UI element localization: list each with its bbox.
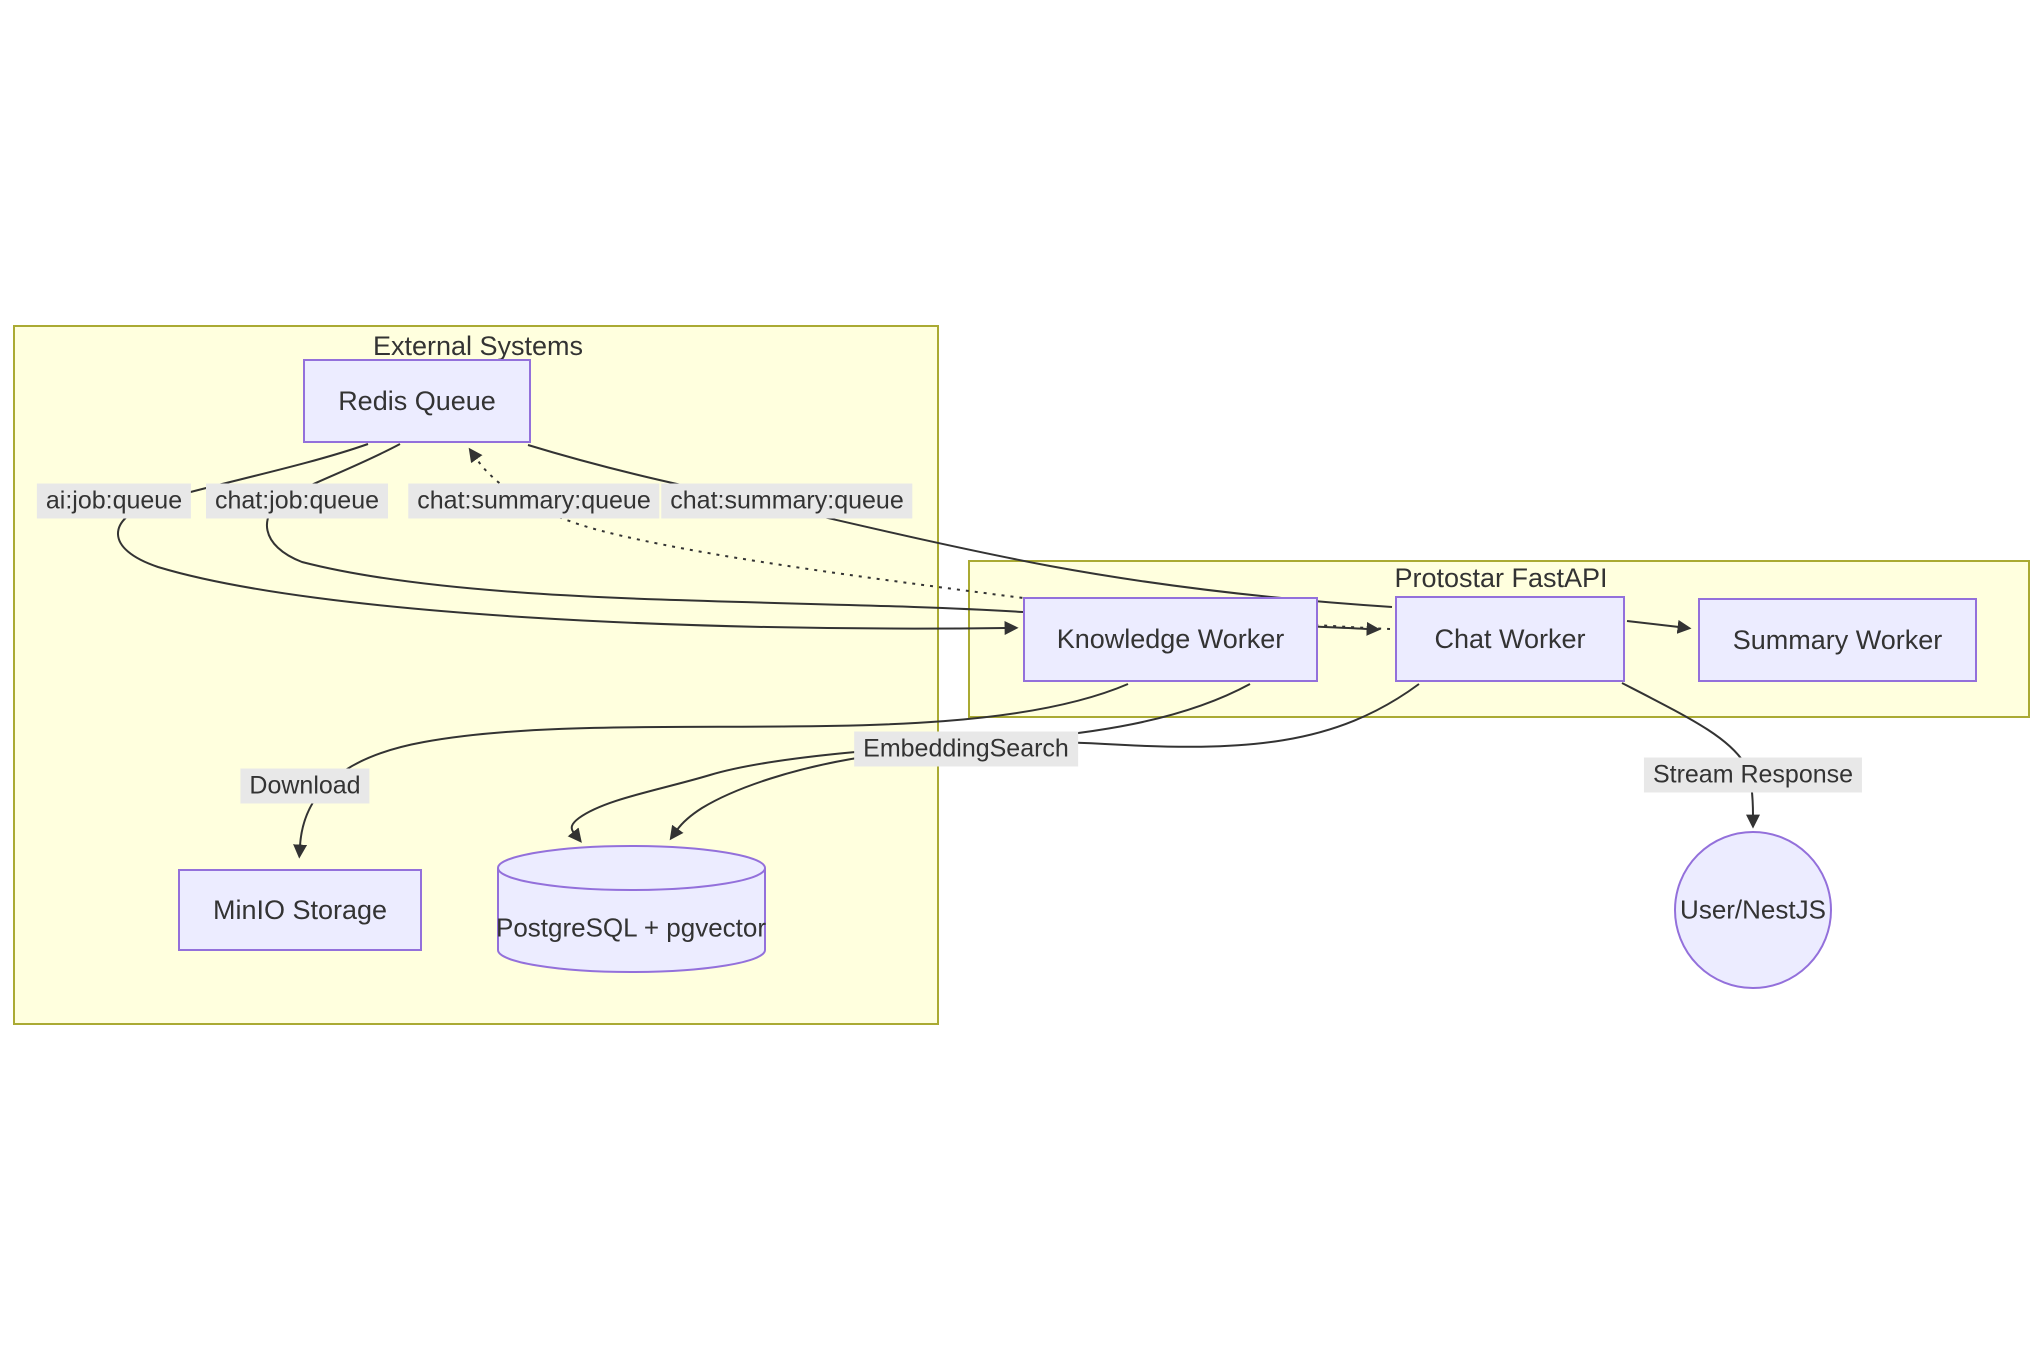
- edge-label-download: Download: [240, 768, 370, 804]
- cluster-external-systems-title: External Systems: [372, 331, 584, 361]
- cluster-protostar-fastapi-title: Protostar FastAPI: [1394, 563, 1608, 593]
- edge-label-ai-job-queue: ai:job:queue: [36, 483, 192, 519]
- node-summary-worker-label: Summary Worker: [1732, 624, 1943, 655]
- edge-label-embedding-search: EmbeddingSearch: [854, 731, 1078, 767]
- node-summary-worker: Summary Worker: [1698, 598, 1977, 682]
- edge-label-chat-job-queue: chat:job:queue: [205, 483, 389, 519]
- node-minio-storage: MinIO Storage: [178, 869, 422, 951]
- node-chat-worker-label: Chat Worker: [1434, 623, 1586, 654]
- node-knowledge-worker-label: Knowledge Worker: [1056, 624, 1285, 654]
- node-chat-worker: Chat Worker: [1395, 596, 1625, 682]
- node-user-nestjs-label: User/NestJS: [1680, 894, 1826, 925]
- node-postgres-label: PostgreSQL + pgvector: [495, 912, 767, 943]
- edge-label-stream-response: Stream Response: [1643, 757, 1863, 793]
- edge-label-chat-summary-queue-2: chat:summary:queue: [661, 483, 913, 519]
- node-redis-queue: Redis Queue: [303, 359, 531, 443]
- node-knowledge-worker: Knowledge Worker: [1023, 597, 1318, 682]
- node-redis-queue-label: Redis Queue: [338, 385, 496, 416]
- edge-label-chat-summary-queue-1: chat:summary:queue: [408, 483, 660, 519]
- node-minio-storage-label: MinIO Storage: [212, 894, 388, 925]
